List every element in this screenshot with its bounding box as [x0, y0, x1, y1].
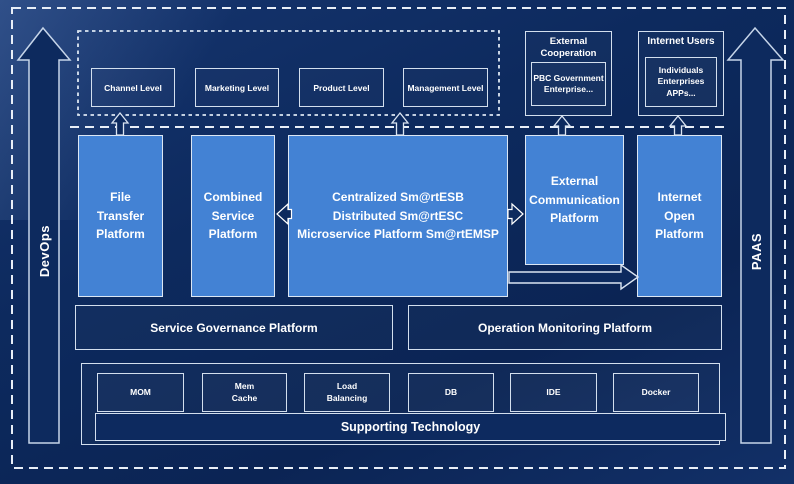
- tech-box-mom: MOM: [97, 373, 184, 412]
- tech-box-mem-cache: Mem Cache: [202, 373, 287, 412]
- service-governance-platform-box: Service Governance Platform: [75, 305, 393, 350]
- up-arrow-icon: [552, 114, 572, 136]
- tech-label: Mem Cache: [231, 380, 258, 403]
- paas-label: PAAS: [748, 232, 764, 271]
- tech-box-load-balancing: Load Balancing: [304, 373, 390, 412]
- level-box-marketing: Marketing Level: [195, 68, 279, 107]
- platform-combined-service: Combined Service Platform: [191, 135, 275, 297]
- operation-monitoring-platform-box: Operation Monitoring Platform: [408, 305, 722, 350]
- up-arrow-icon: [390, 111, 410, 136]
- internet-users-members: Individuals Enterprises APPs...: [645, 57, 717, 107]
- platform-label: Combined Service Platform: [203, 190, 263, 242]
- platform-file-transfer: File Transfer Platform: [78, 135, 163, 297]
- platform-label: Internet Open Platform: [655, 190, 704, 242]
- tech-box-ide: IDE: [510, 373, 597, 412]
- tech-box-db: DB: [408, 373, 494, 412]
- platform-esb-esc-emsp: Centralized Sm@rtESB Distributed Sm@rtES…: [288, 135, 508, 297]
- tech-label: Load Balancing: [326, 380, 368, 403]
- platform-external-communication: External Communication Platform: [525, 135, 624, 265]
- platform-label: File Transfer Platform: [96, 190, 145, 242]
- members-label: PBC Government Enterprise...: [533, 72, 604, 94]
- level-label: Management Level: [407, 82, 484, 93]
- internet-users-title: Internet Users: [647, 36, 715, 47]
- long-right-arrow-icon: [508, 263, 640, 291]
- supporting-technology-label: Supporting Technology: [340, 420, 481, 434]
- level-box-management: Management Level: [403, 68, 488, 107]
- devops-label: DevOps: [36, 225, 52, 278]
- tech-label: MOM: [130, 386, 151, 397]
- level-box-channel: Channel Level: [91, 68, 175, 107]
- members-label: Individuals Enterprises APPs...: [657, 64, 705, 98]
- devops-rail-label: DevOps: [29, 60, 59, 443]
- right-arrow-icon: [507, 202, 524, 226]
- tech-label: IDE: [546, 386, 561, 397]
- external-cooperation-box: External Cooperation PBC Government Ente…: [525, 31, 612, 116]
- tech-label: DB: [444, 386, 458, 397]
- level-label: Channel Level: [104, 82, 162, 93]
- external-cooperation-title: External Cooperation: [540, 36, 597, 59]
- up-arrow-icon: [668, 114, 688, 136]
- platform-label: External Communication Platform: [529, 174, 620, 226]
- level-label: Marketing Level: [204, 82, 270, 93]
- tech-box-docker: Docker: [613, 373, 699, 412]
- level-label: Product Level: [313, 82, 370, 93]
- level-box-product: Product Level: [299, 68, 384, 107]
- paas-rail-label: PAAS: [741, 60, 771, 443]
- external-cooperation-members: PBC Government Enterprise...: [531, 62, 606, 106]
- platform-label: Centralized Sm@rtESB Distributed Sm@rtES…: [297, 190, 499, 242]
- internet-users-box: Internet Users Individuals Enterprises A…: [638, 31, 724, 116]
- governance-label: Service Governance Platform: [150, 320, 318, 335]
- up-arrow-icon: [110, 111, 130, 136]
- monitoring-label: Operation Monitoring Platform: [478, 320, 652, 335]
- tech-label: Docker: [641, 386, 671, 397]
- platform-internet-open: Internet Open Platform: [637, 135, 722, 297]
- supporting-technology-bar: Supporting Technology: [95, 413, 726, 441]
